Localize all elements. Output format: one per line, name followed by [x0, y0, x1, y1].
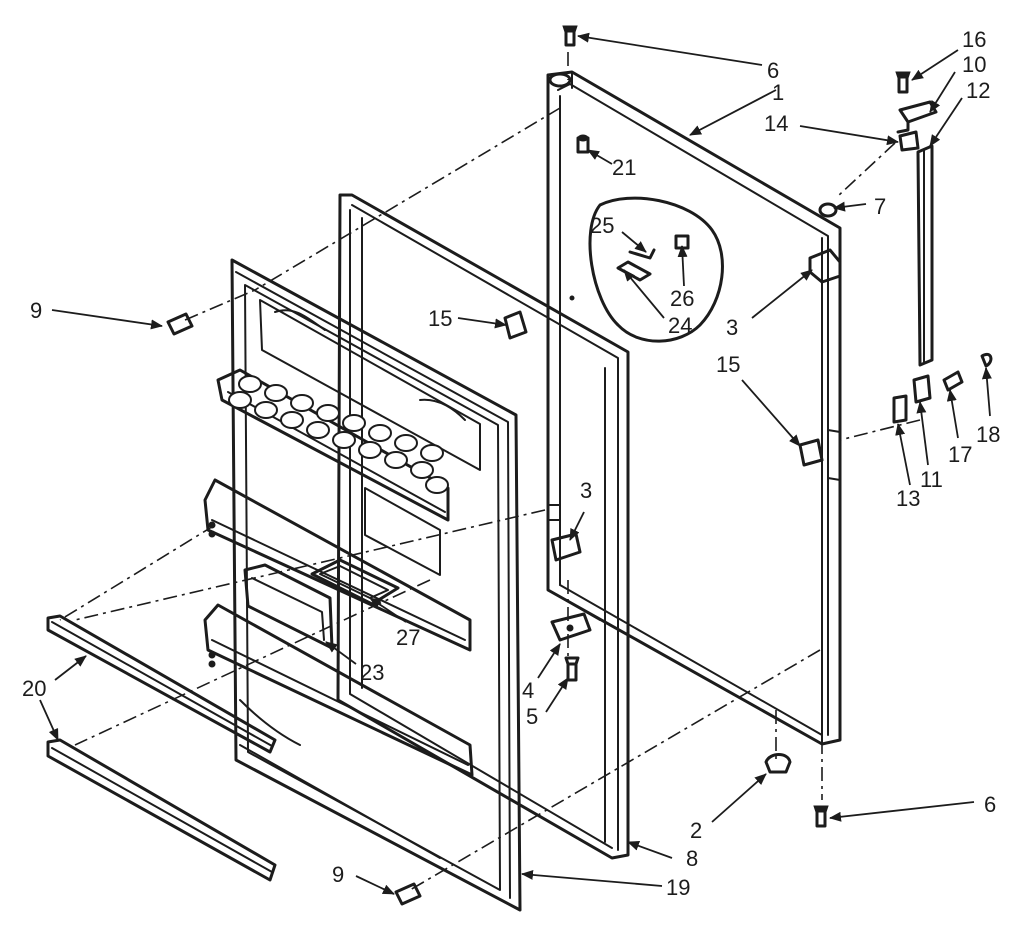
- callout-15-upper-block: 15: [428, 306, 452, 331]
- callout-4: 4: [522, 678, 534, 703]
- leader-lines: [39, 32, 992, 895]
- egg-cups: [228, 375, 449, 494]
- callout-12: 12: [966, 78, 990, 103]
- callout-7: 7: [874, 194, 886, 219]
- callout-1: 1: [772, 80, 784, 105]
- callout-18: 18: [976, 422, 1000, 447]
- callout-3-upper-hinge: 3: [726, 315, 738, 340]
- callout-13: 13: [896, 486, 920, 511]
- hardware: [166, 25, 993, 906]
- callout-6-bottom-screw: 6: [984, 792, 996, 817]
- callout-19: 19: [666, 875, 690, 900]
- callout-15-lower-block: 15: [716, 352, 740, 377]
- callout-labels: 6 16 10 12 1 14 21 7 25 26 24 3 9 15 15 …: [22, 27, 1000, 900]
- callout-16: 16: [962, 27, 986, 52]
- callout-5: 5: [526, 704, 538, 729]
- outer-door-panel: [546, 70, 842, 746]
- callout-17: 17: [948, 442, 972, 467]
- inner-door-liner: [203, 258, 575, 912]
- callout-2: 2: [690, 818, 702, 843]
- handle-trim: [916, 144, 934, 367]
- callout-14: 14: [764, 111, 788, 136]
- callout-9-upper-screw: 9: [30, 298, 42, 323]
- callout-23: 23: [360, 660, 384, 685]
- callout-21: 21: [612, 155, 636, 180]
- door-gasket: [336, 193, 630, 860]
- callout-25: 25: [590, 213, 614, 238]
- callout-11: 11: [920, 467, 943, 492]
- callout-10: 10: [962, 52, 986, 77]
- callout-20: 20: [22, 676, 46, 701]
- callout-24: 24: [668, 313, 692, 338]
- callout-26: 26: [670, 286, 694, 311]
- shelf-bars: [46, 614, 277, 882]
- alignment-lines: [59, 52, 921, 891]
- callout-27: 27: [396, 625, 420, 650]
- callout-9-lower-screw: 9: [332, 862, 344, 887]
- callout-8: 8: [686, 846, 698, 871]
- callout-6-top-screw: 6: [767, 58, 779, 83]
- callout-3-lower-hinge: 3: [580, 478, 592, 503]
